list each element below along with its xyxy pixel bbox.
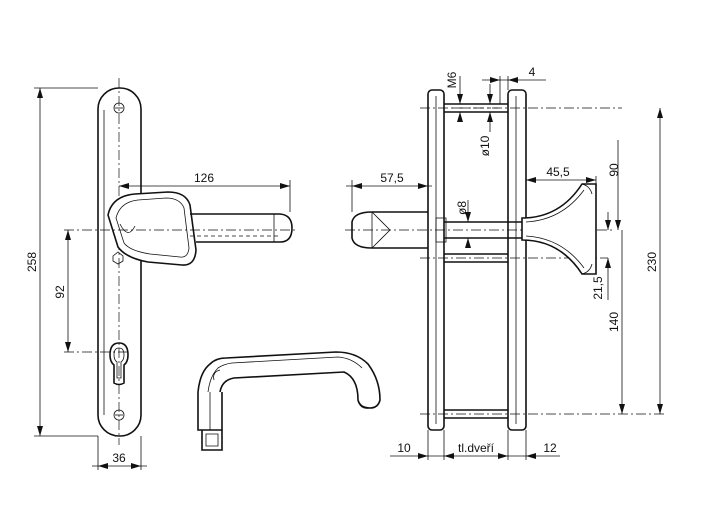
keyhole (109, 342, 129, 386)
dim-hole-spacing: 92 (53, 230, 71, 352)
label-spindle-offset: 57,5 (380, 171, 404, 185)
dim-upper-distance: 90 (607, 140, 621, 230)
label-left-thickness: 10 (397, 441, 411, 455)
label-knob-depth: 45,5 (546, 165, 570, 179)
label-hole-spacing: 92 (53, 285, 67, 299)
dim-plate-width: 36 (92, 436, 147, 470)
top-screw (113, 102, 125, 114)
left-plate (427, 89, 445, 431)
label-upper-distance: 90 (607, 163, 621, 177)
label-thread: M6 (445, 71, 459, 88)
dim-plate-gap: 4 (482, 65, 546, 104)
handle-perspective (197, 351, 381, 451)
side-view (345, 89, 664, 431)
door-plate (97, 87, 142, 437)
label-door-thickness: tl.dveří (458, 441, 495, 455)
label-handle-length: 126 (194, 171, 214, 185)
dim-knob-depth: 45,5 (526, 165, 597, 184)
front-view (64, 78, 298, 445)
label-plate-width: 36 (112, 451, 126, 465)
dim-sleeve-diameter: ø10 (478, 84, 493, 156)
rose-screw (112, 251, 124, 265)
dim-thicknesses: 10 tl.dveří 12 (390, 430, 560, 460)
dim-offset-small: 21,5 (591, 212, 611, 300)
right-knob (521, 183, 597, 275)
dim-spindle-diameter: ø8 (455, 200, 471, 248)
square-spindle (201, 430, 223, 451)
right-plate (507, 89, 527, 431)
label-sleeve-diameter: ø10 (478, 135, 492, 156)
dim-plate-height: 258 (25, 87, 98, 437)
dim-thread: M6 (445, 71, 463, 122)
label-spindle-diameter: ø8 (455, 201, 469, 215)
bottom-screw (113, 409, 125, 421)
label-plate-height: 258 (25, 252, 39, 272)
dim-handle-length: 126 (119, 171, 291, 212)
left-lever (351, 211, 428, 249)
handle-rose (107, 191, 197, 266)
label-plate-gap: 4 (529, 65, 536, 79)
dim-lower-distance: 140 (607, 230, 625, 414)
dim-spindle-offset: 57,5 (346, 171, 432, 212)
lever-arm (190, 213, 293, 243)
label-lower-distance: 140 (607, 312, 621, 332)
label-offset-small: 21,5 (591, 276, 605, 300)
dim-total-distance: 230 (645, 108, 663, 414)
label-right-thickness: 12 (543, 441, 557, 455)
label-total-distance: 230 (645, 252, 659, 272)
